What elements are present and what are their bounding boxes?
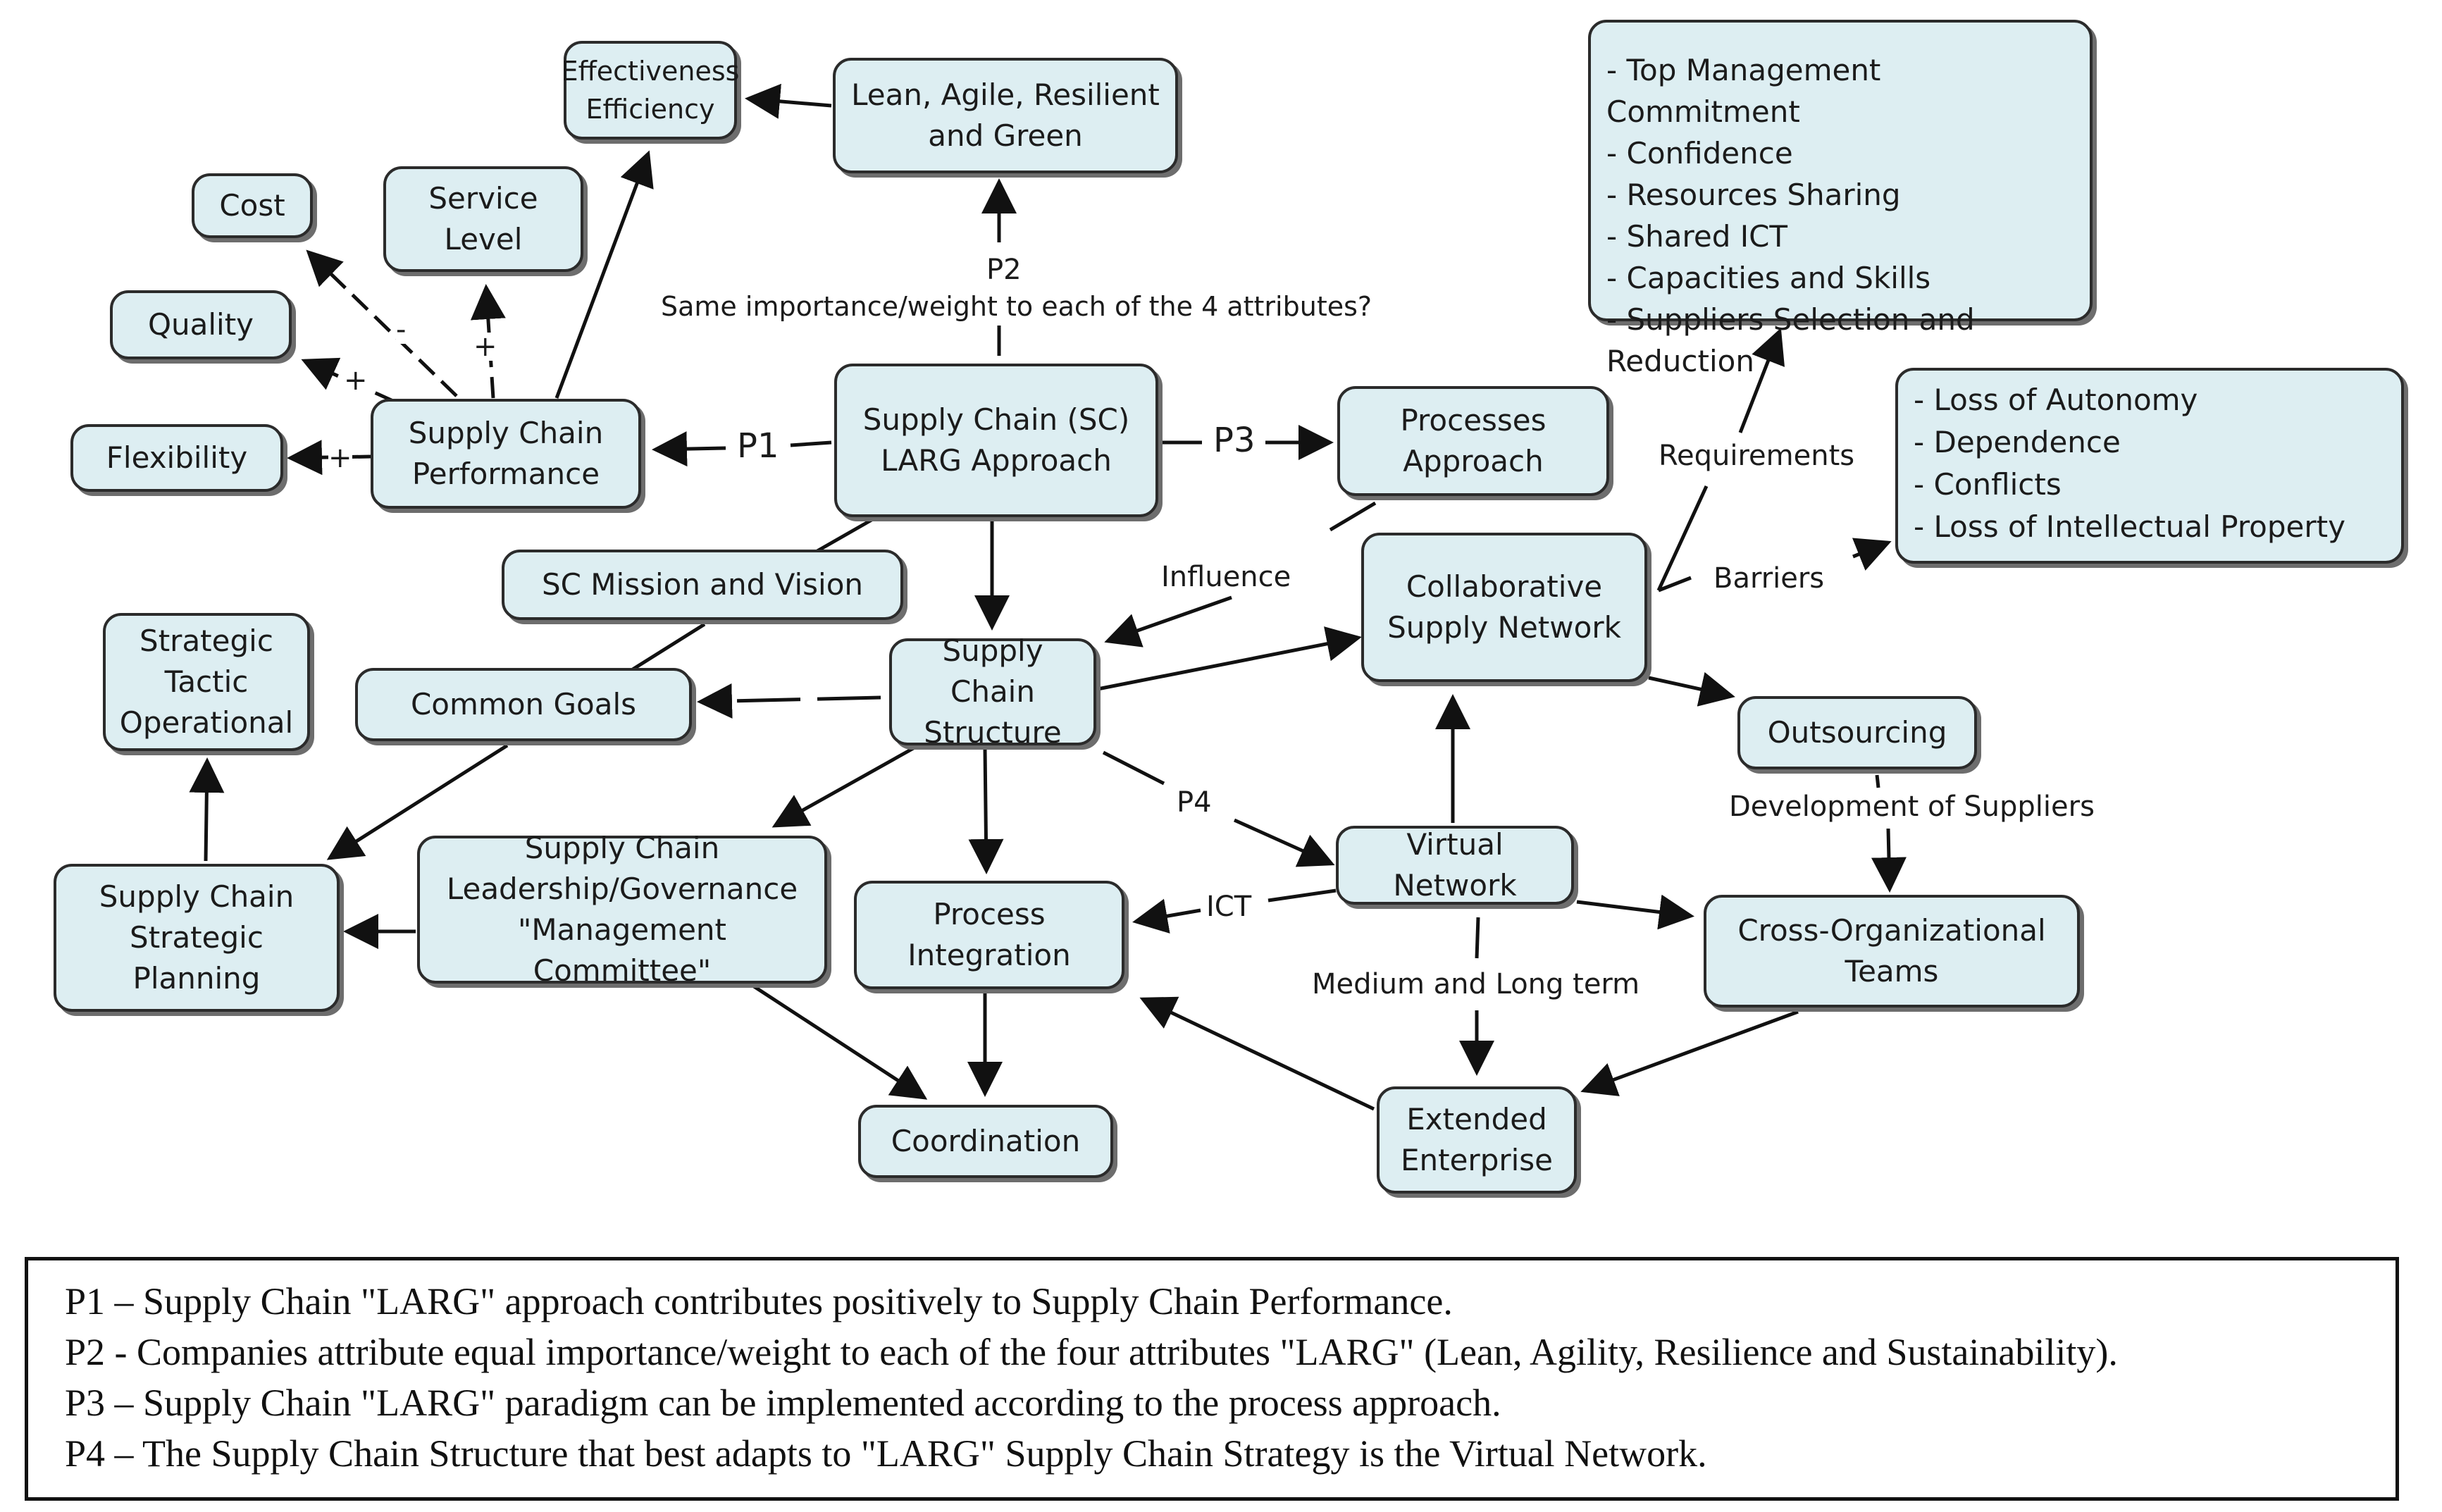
propositions-legend: P1 – Supply Chain "LARG" approach contri… — [25, 1257, 2399, 1501]
edge-development-to-crossorg — [1871, 828, 1907, 893]
edge-processes-to-structure — [1329, 501, 1377, 532]
legend-row-p4: P4 – The Supply Chain Structure that bes… — [65, 1432, 1707, 1475]
edge-leadership-to-coordination — [752, 984, 928, 1100]
legend-row-p1: P1 – Supply Chain "LARG" approach contri… — [65, 1280, 1453, 1322]
requirements-label: Requirements — [1654, 438, 1859, 473]
virtual-network-node: Virtual Network — [1336, 826, 1574, 905]
edge-virtual-to-crossorg — [1576, 894, 1694, 930]
edge-extended-to-integration — [1139, 996, 1375, 1111]
medium-long-term-label: Medium and Long term — [1308, 967, 1644, 1002]
legend-row-p2: P2 - Companies attribute equal importanc… — [65, 1331, 2118, 1373]
cost-minus-sign: - — [396, 314, 407, 346]
edge-planning-to-levels — [189, 757, 225, 862]
edge-performance-to-effectiveness — [554, 150, 654, 399]
edge-p1-left — [652, 431, 726, 467]
common-goals-node: Common Goals — [355, 668, 692, 741]
flexibility-node: Flexibility — [70, 424, 283, 492]
coordination-node: Coordination — [858, 1105, 1113, 1178]
edge-p4-lower — [1233, 818, 1335, 867]
edge-outsourcing-to-development — [1875, 774, 1880, 788]
supply-chain-structure-node: Supply Chain Structure — [889, 633, 1096, 750]
edge-goals-to-planning — [326, 743, 509, 860]
edge-structure-to-leadership — [771, 745, 917, 828]
cost-node: Cost — [192, 173, 313, 238]
edge-performance-to-cost — [306, 249, 458, 397]
processes-approach-node: Processes Approach — [1337, 386, 1609, 496]
edge-collaborative-to-requirements-a — [1658, 576, 1692, 593]
requirements-list-node: - Top Management Commitment - Confidence… — [1588, 20, 2093, 378]
larg-approach-node: Supply Chain (SC) LARG Approach — [834, 364, 1158, 517]
edge-structure-to-goals — [697, 683, 881, 719]
edge-virtual-to-medium-term — [1475, 917, 1480, 959]
extended-enterprise-node: Extended Enterprise — [1377, 1086, 1577, 1194]
development-of-suppliers-label: Development of Suppliers — [1725, 789, 2099, 824]
collaborative-supply-network-node: Collaborative Supply Network — [1361, 533, 1647, 682]
barriers-list-node: - Loss of Autonomy - Dependence - Confli… — [1895, 368, 2404, 564]
process-integration-node: Process Integration — [854, 881, 1124, 989]
effectiveness-efficiency-node: Effectiveness Efficiency — [562, 41, 739, 140]
edge-virtual-to-ict — [1268, 888, 1337, 903]
outsourcing-node: Outsourcing — [1737, 696, 1977, 769]
cross-organizational-teams-node: Cross-Organizational Teams — [1704, 895, 2080, 1008]
edge-structure-to-collaborative — [1097, 626, 1362, 691]
influence-label: Influence — [1157, 559, 1296, 595]
edge-requirements-to-list — [1738, 328, 1785, 433]
supply-chain-leadership-node: Supply Chain Leadership/Governance "Mana… — [417, 831, 827, 988]
edge-p1-right — [790, 440, 832, 447]
edge-performance-to-service — [470, 284, 506, 399]
ict-label: ICT — [1202, 889, 1256, 924]
supply-chain-performance-node: Supply Chain Performance — [371, 399, 641, 509]
edge-structure-to-integration — [968, 748, 1004, 874]
lean-agile-resilient-green-node: Lean, Agile, Resilient and Green — [833, 58, 1178, 173]
service-plus-sign: + — [473, 330, 497, 363]
edge-collaborative-to-requirements-b — [1656, 485, 1709, 592]
edge-larg-to-mission — [816, 515, 878, 553]
sc-mission-vision-node: SC Mission and Vision — [502, 550, 903, 620]
quality-plus-sign: + — [344, 364, 368, 397]
p4-label: P4 — [1172, 785, 1216, 820]
edge-collaborative-to-outsourcing — [1648, 671, 1735, 707]
edge-lean-to-effectiveness — [745, 83, 832, 119]
p1-label: P1 — [733, 428, 783, 464]
edge-p4-upper — [1102, 750, 1165, 786]
service-level-node: Service Level — [383, 166, 583, 272]
p2-question-label: Same importance/weight to each of the 4 … — [657, 289, 1377, 324]
edge-ict-to-integration — [1132, 898, 1201, 934]
edge-mission-to-goals — [631, 622, 706, 671]
strategic-tactic-operational-node: Strategic Tactic Operational — [103, 613, 310, 751]
p3-label: P3 — [1209, 423, 1260, 458]
edge-barriers-to-list — [1852, 538, 1892, 571]
supply-chain-strategic-planning-node: Supply Chain Strategic Planning — [54, 864, 340, 1012]
edge-crossorg-to-extended — [1580, 1010, 1799, 1096]
p2-label: P2 — [982, 252, 1026, 287]
flexibility-plus-sign: + — [328, 442, 352, 474]
barriers-label: Barriers — [1709, 561, 1829, 596]
quality-node: Quality — [110, 290, 292, 359]
edge-influence-to-structure — [1104, 595, 1232, 647]
legend-row-p3: P3 – Supply Chain "LARG" paradigm can be… — [65, 1382, 1501, 1424]
